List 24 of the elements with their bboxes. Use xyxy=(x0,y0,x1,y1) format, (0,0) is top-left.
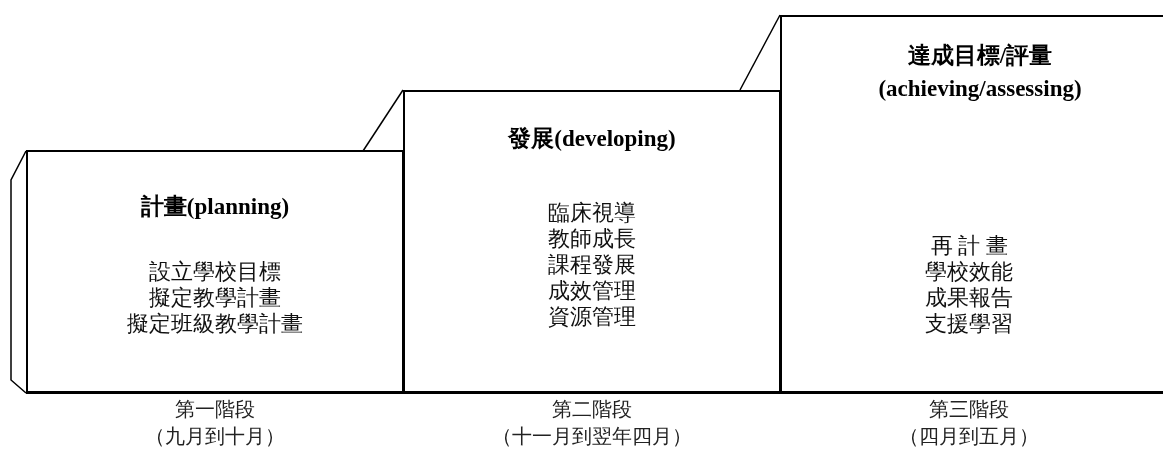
task-text: 教師成長 xyxy=(548,226,636,252)
stage-label: 第三階段 xyxy=(929,397,1009,422)
task-text: 擬定班級教學計畫 xyxy=(127,311,303,337)
stage-box xyxy=(26,150,404,394)
stage-label: 第一階段 xyxy=(175,397,255,422)
period-label: （九月到十月） xyxy=(145,424,285,449)
task-text: 擬定教學計畫 xyxy=(149,285,281,311)
task-text: 再 計 畫 xyxy=(930,233,1008,259)
task-text: 成效管理 xyxy=(548,278,636,304)
task-text: 臨床視導 xyxy=(548,200,636,226)
task-text: 資源管理 xyxy=(548,304,636,330)
phase-heading: 發展(developing) xyxy=(507,125,677,153)
period-label: （十一月到翌年四月） xyxy=(492,424,692,449)
period-label: （四月到五月） xyxy=(899,424,1039,449)
task-text: 支援學習 xyxy=(925,311,1013,337)
task-text: 設立學校目標 xyxy=(149,259,281,285)
task-text: 學校效能 xyxy=(925,259,1013,285)
stage-box xyxy=(780,15,1163,394)
task-text: 課程發展 xyxy=(548,252,636,278)
phase-heading: 計畫(planning) xyxy=(139,193,291,221)
task-text: 成果報告 xyxy=(925,285,1013,311)
stage-label: 第二階段 xyxy=(552,397,632,422)
stage-box xyxy=(403,90,781,394)
phase-heading: 達成目標/評量 (achieving/assessing) xyxy=(877,42,1083,103)
